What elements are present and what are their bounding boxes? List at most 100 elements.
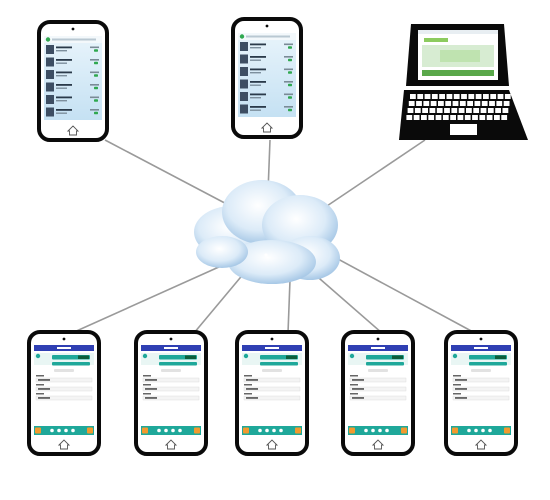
- contact-status: [56, 112, 67, 114]
- keyboard-key: [431, 94, 438, 99]
- home-icon: [474, 439, 488, 450]
- browser-bar: [418, 30, 498, 34]
- contact-badge: [288, 108, 292, 112]
- contact-name: [250, 43, 266, 46]
- keyboard-key: [487, 108, 494, 113]
- chat-field: [142, 386, 200, 392]
- chat-field-text: [38, 388, 50, 390]
- chat-field-text: [455, 397, 467, 399]
- speaker-dot: [169, 337, 173, 341]
- contact-avatar: [240, 104, 248, 114]
- chat-title: [371, 347, 385, 349]
- chat-label: [244, 375, 252, 377]
- touchpad: [450, 124, 477, 135]
- keyboard-key: [410, 94, 416, 99]
- toolbar-dot: [57, 428, 61, 433]
- app-icon: [45, 37, 51, 42]
- chat-avatar: [452, 353, 458, 359]
- search-field: [246, 35, 290, 38]
- keyboard-key: [406, 115, 413, 120]
- keyboard-key: [466, 108, 472, 113]
- chat-label: [143, 384, 151, 386]
- keyboard-key: [459, 101, 466, 106]
- keyboard-key: [494, 115, 500, 120]
- contact-status: [56, 100, 67, 102]
- chat-label: [143, 393, 151, 395]
- chat-label: [143, 375, 151, 377]
- chat-field-text: [455, 388, 467, 390]
- bottom-phone-2: [134, 330, 208, 456]
- keyboard-key: [464, 115, 471, 120]
- toolbar-button: [401, 427, 407, 434]
- keyboard-key: [486, 115, 493, 120]
- chat-field-text: [246, 379, 258, 381]
- toolbar-button: [35, 427, 41, 434]
- chat-field: [349, 386, 407, 392]
- contact-time: [90, 84, 99, 86]
- cloud-node: [194, 180, 340, 284]
- contact-name: [250, 93, 266, 96]
- keyboard-key: [496, 101, 503, 106]
- top-phone-1: [37, 20, 109, 142]
- contact-avatar: [46, 107, 54, 117]
- contact-time: [284, 93, 293, 96]
- chat-field-text: [246, 397, 258, 399]
- keyboard-key: [489, 101, 495, 106]
- chat-bubble-image: [392, 355, 403, 359]
- chat-label: [244, 393, 252, 395]
- toolbar-dot: [64, 428, 68, 433]
- chat-bubble-image: [78, 355, 89, 359]
- chat-label: [350, 384, 358, 386]
- chat-field: [142, 395, 200, 401]
- chat-bubble: [366, 362, 404, 366]
- contact-name: [56, 109, 72, 111]
- contact-status: [56, 50, 67, 52]
- toolbar-dot: [474, 428, 478, 433]
- bottom-phone-1: [27, 330, 101, 456]
- web-footer: [422, 70, 494, 76]
- web-image: [440, 50, 480, 62]
- keyboard-key: [458, 108, 465, 113]
- chat-field: [243, 395, 301, 401]
- keyboard-key: [446, 94, 453, 99]
- chat-label: [244, 384, 252, 386]
- contact-status: [56, 62, 67, 64]
- toolbar-button: [349, 427, 355, 434]
- speaker-dot: [62, 337, 66, 341]
- contact-name: [56, 84, 72, 86]
- chat-toolbar: [34, 426, 94, 435]
- contact-status: [250, 97, 261, 99]
- contact-time: [284, 68, 293, 71]
- keyboard-key: [501, 115, 508, 120]
- contact-badge: [288, 58, 292, 62]
- contact-badge: [94, 74, 98, 77]
- speaker-dot: [265, 24, 269, 28]
- contact-name: [250, 81, 266, 83]
- chat-field: [452, 386, 510, 392]
- contact-time: [284, 56, 293, 58]
- contact-avatar: [46, 82, 54, 92]
- contact-badge: [94, 99, 98, 102]
- chat-label: [453, 384, 461, 386]
- chat-title: [474, 347, 488, 349]
- keyboard-key: [435, 115, 442, 120]
- contact-status: [56, 87, 67, 89]
- chat-bubble: [159, 362, 197, 366]
- chat-label: [36, 375, 44, 377]
- contact-avatar: [46, 70, 54, 79]
- contact-badge: [94, 61, 98, 65]
- contact-time: [90, 109, 99, 111]
- home-icon: [164, 439, 178, 450]
- toolbar-dot: [467, 428, 471, 433]
- keyboard-key: [452, 101, 459, 106]
- toolbar-dot: [50, 428, 54, 433]
- keyboard-key: [423, 101, 430, 106]
- connector-line: [287, 279, 291, 334]
- contact-avatar: [240, 92, 248, 101]
- web-logo: [424, 38, 448, 42]
- bottom-phone-3: [235, 330, 309, 456]
- keyboard-key: [451, 108, 458, 113]
- keyboard-key: [495, 108, 501, 113]
- toolbar-dot: [71, 428, 75, 433]
- keyboard-key: [468, 94, 475, 99]
